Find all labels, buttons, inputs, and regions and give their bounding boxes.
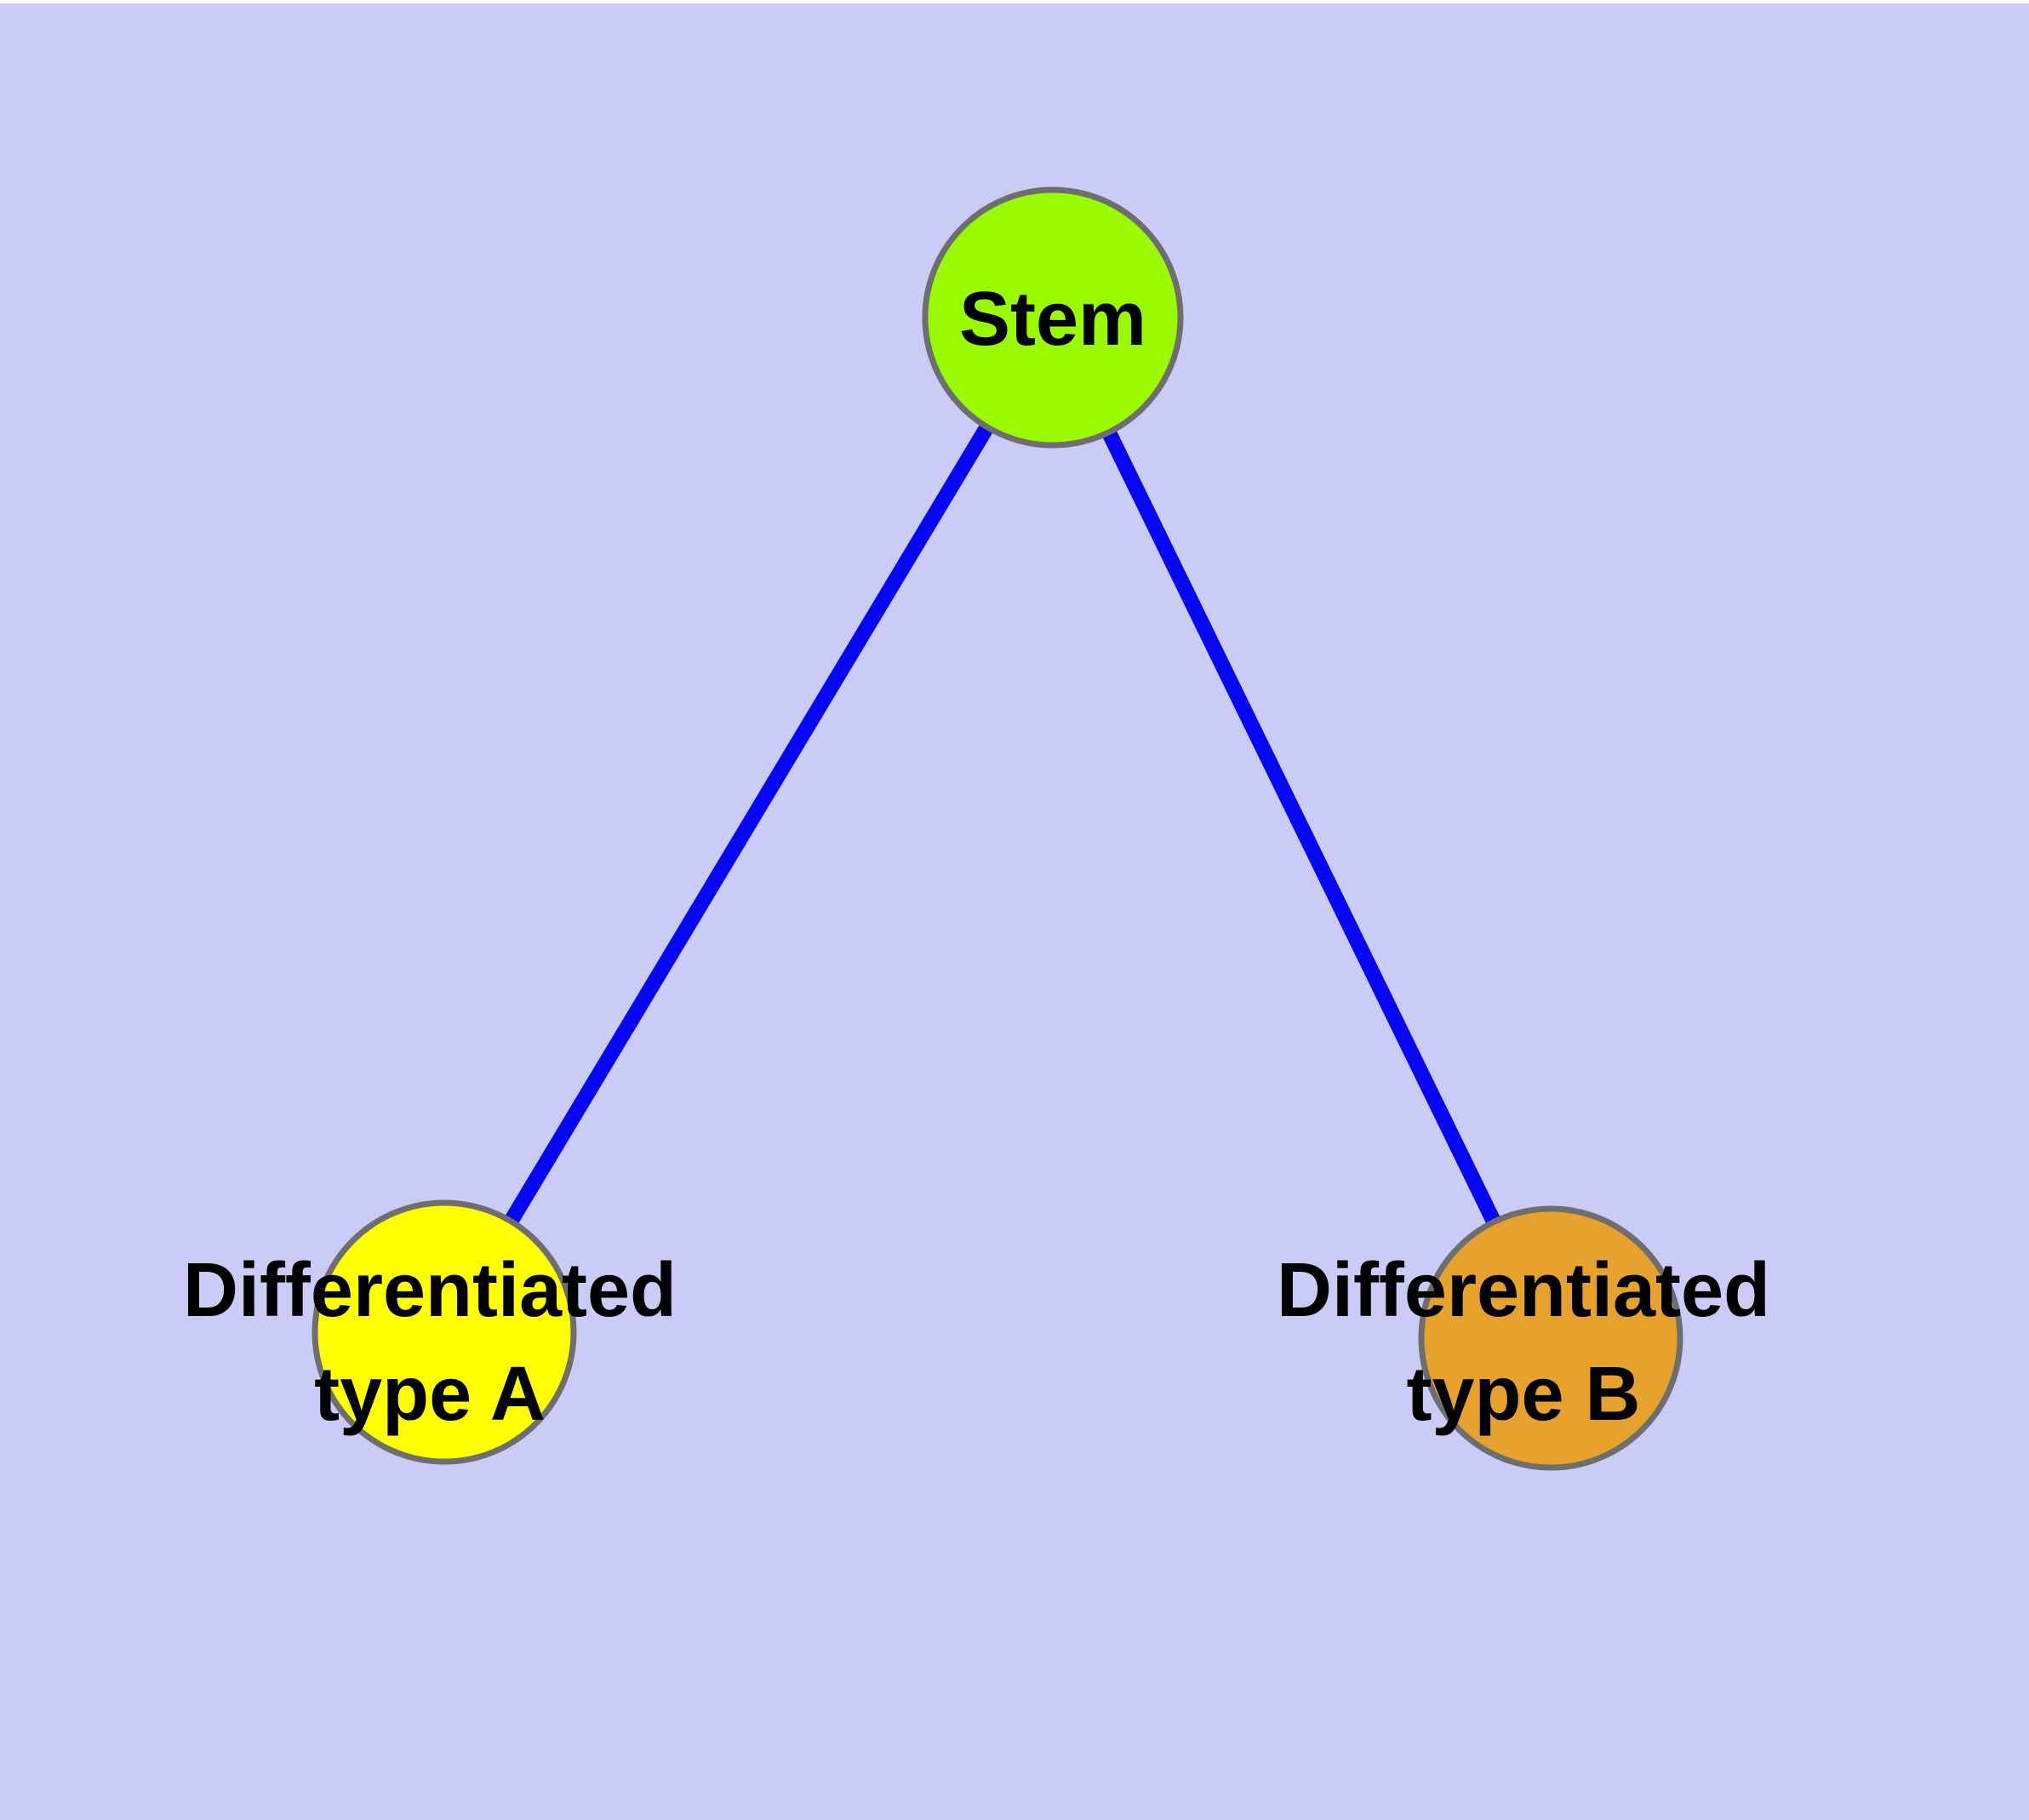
type-a-node-circle — [311, 1199, 577, 1465]
edge-stem-to-type-a — [437, 313, 1060, 1336]
type-a-node-label-line1: Differentiated — [183, 1248, 677, 1333]
type-b-node-label-line2: type B — [1406, 1352, 1640, 1437]
top-white-strip — [0, 0, 2029, 3]
stem-node-circle — [922, 186, 1184, 449]
type-b-node-circle — [1418, 1205, 1683, 1471]
type-a-node-label-line2: type A — [314, 1352, 546, 1437]
type-b-node-label-line1: Differentiated — [1277, 1248, 1770, 1333]
stem-node-label: Stem — [959, 277, 1146, 362]
edge-stem-to-type-b — [1045, 314, 1558, 1342]
